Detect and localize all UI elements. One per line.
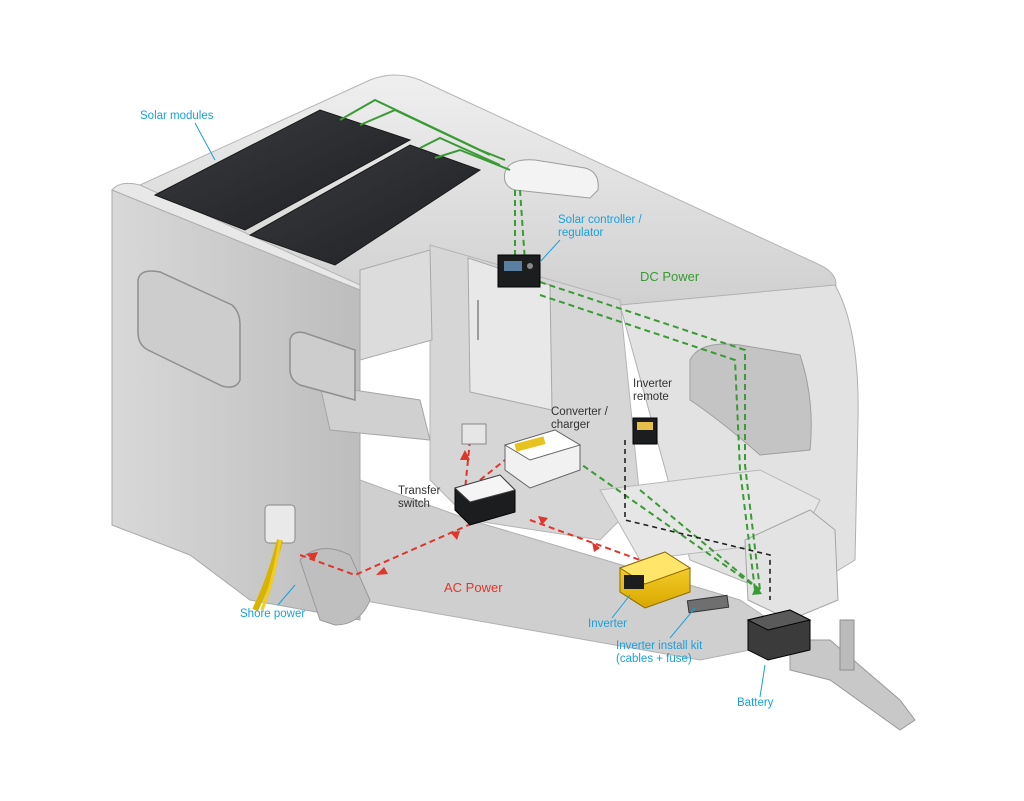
plug-icon	[252, 504, 296, 612]
inverter-remote-cable	[624, 440, 771, 600]
label-solar-controller: Solar controller / regulator	[558, 214, 642, 240]
label-solar-controller-line1: Solar controller /	[558, 214, 642, 226]
label-install-kit-line1: Inverter install kit	[616, 640, 703, 652]
inverter-install-kit	[686, 594, 730, 614]
label-converter-line2: charger	[551, 419, 590, 431]
transfer-switch-device	[454, 474, 516, 526]
ac-outlet-panel	[461, 423, 487, 445]
label-solar-controller-line2: regulator	[558, 227, 604, 239]
label-transfer-line2: switch	[398, 498, 430, 510]
caravan-window-front	[137, 270, 241, 388]
label-inverter: Inverter	[588, 618, 627, 630]
caravan-rear-window	[689, 343, 812, 456]
solar-panel-icon	[153, 109, 482, 266]
inverter-icon	[618, 551, 692, 609]
label-ac-power: AC Power	[444, 580, 503, 595]
label-inverter-install-kit: Inverter install kit (cables + fuse)	[616, 640, 702, 666]
label-inverter-remote-line1: Inverter	[633, 378, 672, 390]
dc-flow-arrow	[752, 585, 762, 595]
label-converter-line1: Converter /	[551, 406, 608, 418]
ac-flow-arrows	[306, 450, 600, 575]
dc-wiring	[339, 98, 761, 591]
label-converter-charger: Converter / charger	[551, 406, 608, 432]
label-battery: Battery	[737, 697, 774, 709]
label-shore-power: Shore power	[240, 608, 306, 620]
battery-icon	[746, 609, 812, 661]
inverter-remote-device	[632, 417, 658, 445]
caravan-wheel-arch	[299, 548, 371, 626]
label-install-kit-line2: (cables + fuse)	[616, 653, 692, 665]
converter-charger-device	[503, 429, 582, 489]
solar-controller-device	[497, 254, 541, 288]
label-inverter-remote-line2: remote	[633, 391, 669, 403]
label-solar-modules: Solar modules	[140, 110, 214, 122]
label-inverter-remote: Inverter remote	[633, 378, 672, 404]
caravan-window-mid	[289, 331, 356, 401]
label-transfer-switch: Transfer switch	[398, 485, 440, 511]
label-dc-power: DC Power	[640, 269, 700, 284]
ac-wiring	[299, 439, 641, 577]
front-boot	[744, 509, 839, 621]
label-leader-lines	[194, 122, 766, 698]
label-transfer-line1: Transfer	[398, 485, 441, 497]
caravan-overhead-cabinet	[359, 249, 433, 361]
roof-ac-unit	[504, 159, 599, 199]
caravan-bench	[319, 384, 431, 441]
